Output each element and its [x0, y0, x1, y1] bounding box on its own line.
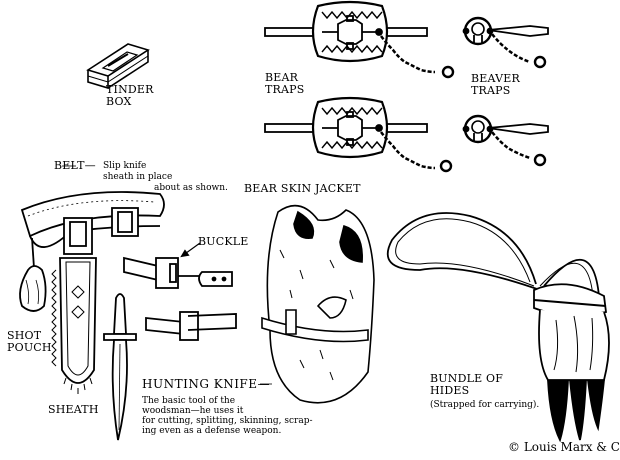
bundle-of-hides-note: (Strapped for carrying).: [430, 400, 540, 410]
copyright-notice: © Louis Marx & Co: [508, 440, 620, 454]
tinder-box-label: TINDER BOX: [106, 84, 154, 108]
buckle-illustration: [123, 242, 233, 289]
bear-trap-illustration-2: [264, 96, 453, 173]
bear-traps-label-line1: BEAR: [265, 71, 299, 84]
hunting-knife-illustration: [103, 293, 137, 441]
bear-traps-label-line2: TRAPS: [265, 83, 305, 96]
belt-note-line1: Slip knife: [103, 161, 147, 171]
belt-label: BELT—: [54, 159, 96, 172]
bundle-of-hides-illustration: [386, 212, 610, 443]
hunting-knife-label: HUNTING KNIFE—: [142, 377, 271, 391]
sheath-label: SHEATH: [48, 403, 99, 416]
hunting-knife-desc-line3: for cutting, splitting, skinning, scrap-: [142, 416, 313, 426]
buckled-belt-illustration: [145, 311, 237, 341]
sheath-illustration: [51, 217, 97, 394]
bear-skin-jacket-illustration: [261, 204, 375, 404]
beaver-traps-label-line1: BEAVER: [471, 72, 520, 85]
bear-trap-illustration: [264, 0, 455, 79]
beaver-traps-label-line2: TRAPS: [471, 84, 511, 97]
belt-illustration: [20, 191, 165, 248]
hunting-knife-desc-line4: ing even as a defense weapon.: [142, 426, 282, 436]
belt-note-line3: about as shown.: [154, 183, 228, 193]
hunting-knife-desc-line2: woodsman—he uses it: [142, 406, 244, 416]
bear-traps-label: BEAR TRAPS: [265, 72, 305, 96]
tinder-box-illustration: [86, 43, 150, 90]
tinder-box-label-line2: BOX: [106, 95, 132, 108]
beaver-traps-label: BEAVER TRAPS: [471, 73, 520, 97]
shot-pouch-label-line2: POUCH: [7, 341, 52, 354]
hunting-knife-desc-line1: The basic tool of the: [142, 396, 236, 406]
shot-pouch-illustration: [19, 237, 47, 312]
bear-skin-jacket-label: BEAR SKIN JACKET: [244, 182, 361, 195]
bundle-of-hides-label-line2: HIDES: [430, 384, 470, 397]
bundle-of-hides-label: BUNDLE OF HIDES: [430, 373, 503, 397]
shot-pouch-label: SHOT POUCH: [7, 330, 52, 354]
beaver-trap-illustration-2: [462, 114, 549, 167]
belt-note-line2: sheath in place: [103, 172, 173, 182]
buckle-label: BUCKLE: [198, 235, 249, 248]
beaver-trap-illustration: [462, 16, 549, 69]
shot-pouch-label-line1: SHOT: [7, 329, 42, 342]
bundle-of-hides-label-line1: BUNDLE OF: [430, 372, 504, 385]
tinder-box-label-line1: TINDER: [106, 83, 154, 96]
